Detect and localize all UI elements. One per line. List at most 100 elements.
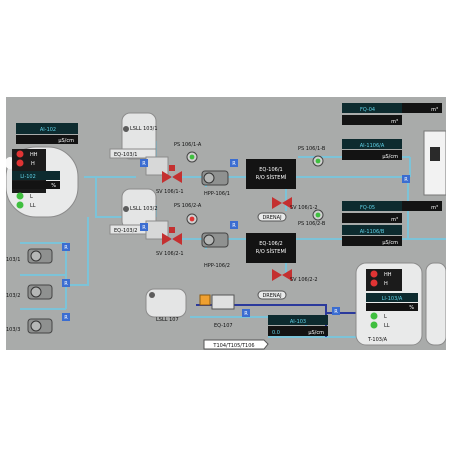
ai-103-unit: µS/cm xyxy=(308,330,324,336)
drenaj-1-button[interactable] xyxy=(257,212,287,222)
ps-106-1b-label: PS 106/1-B xyxy=(298,146,326,152)
r-badge-10[interactable] xyxy=(332,307,340,315)
r-badge-4-label: R xyxy=(404,177,408,183)
ai-103-value: 0.0 xyxy=(272,330,280,336)
ai-102-display[interactable] xyxy=(16,135,78,144)
right-cabinet[interactable] xyxy=(423,130,446,196)
pump-103-3-label: 103/3 xyxy=(6,327,20,333)
pump-103-2-icon[interactable] xyxy=(27,284,53,300)
ai-1106b-tag-box xyxy=(342,225,402,235)
ps-106-2a-status-icon xyxy=(189,216,195,222)
fq-05-tag: FQ-05 xyxy=(360,205,375,211)
fq-05-unit-2: m³ xyxy=(391,217,398,223)
fq-05-display-1[interactable] xyxy=(402,201,442,211)
r-badge-5[interactable] xyxy=(230,221,238,229)
li-103a-hh-icon xyxy=(370,270,378,278)
ai-1106b-tag: AI-1106/B xyxy=(360,229,385,235)
fq-04-unit-1: m³ xyxy=(431,107,438,113)
sv-106-2-2-valve-icon[interactable] xyxy=(272,269,292,281)
ps-106-2b-label: PS 106/2-B xyxy=(298,221,326,227)
sv-106-1-2-valve-icon[interactable] xyxy=(272,197,292,209)
r-badge-7[interactable] xyxy=(62,279,70,287)
eq-103-1-box xyxy=(109,148,157,159)
li-102-display[interactable] xyxy=(12,181,60,189)
r-badge-3-label: R xyxy=(232,161,236,167)
ai-103-display[interactable] xyxy=(268,326,328,336)
ll-status-icon xyxy=(16,201,24,209)
ro-2-title: EQ-106/2 xyxy=(259,241,282,247)
fq-04-display-2[interactable] xyxy=(342,115,402,125)
ro-system-2[interactable] xyxy=(246,233,296,263)
ps-106-1a-status-icon xyxy=(189,154,195,160)
r-badge-6[interactable] xyxy=(62,243,70,251)
sv-106-2-2-label: SV 106/2-2 xyxy=(290,277,318,283)
ro-2-subtitle: R/O SİSTEMİ xyxy=(256,248,287,255)
tank-lsll-103-2[interactable] xyxy=(121,188,157,230)
ps-106-2b-status-icon xyxy=(315,212,321,218)
pump-103-3-icon[interactable] xyxy=(27,318,53,334)
ps-106-1a-label: PS 106/1-A xyxy=(174,142,202,148)
sv-106-2-1-valve-icon[interactable] xyxy=(162,227,182,245)
hpp-106-2-pump-icon[interactable] xyxy=(201,232,229,248)
drenaj-2-button[interactable] xyxy=(257,290,287,300)
right-cabinet-screen xyxy=(430,147,440,161)
ai-102-unit: µS/cm xyxy=(58,138,74,144)
eq-103-2-label: EQ-103/2 xyxy=(114,228,137,234)
ll-label: LL xyxy=(30,203,36,209)
ai-1106b-display[interactable] xyxy=(342,236,402,246)
destination-arrow[interactable] xyxy=(203,339,269,350)
r-badge-1[interactable] xyxy=(140,159,148,167)
r-badge-9[interactable] xyxy=(242,309,250,317)
sv-106-2-1-label: SV 106/2-1 xyxy=(156,251,184,257)
ps-106-2a-label: PS 106/2-A xyxy=(174,203,202,209)
r-badge-9-label: R xyxy=(244,311,248,317)
r-badge-2[interactable] xyxy=(140,223,148,231)
ai-1106a-display[interactable] xyxy=(342,150,402,160)
r-badge-1-label: R xyxy=(142,161,146,167)
ai-102-tag: AI-102 xyxy=(40,127,56,133)
eq-103-1-label: EQ-103/1 xyxy=(114,152,137,158)
hpp-106-1-pump-icon[interactable] xyxy=(201,170,229,186)
fq-05-display-2[interactable] xyxy=(342,213,402,223)
eq-103-1-filter[interactable] xyxy=(145,156,169,176)
scada-process-panel: AI-102 µS/cm HH H LI-102 % L LL LSLL 103… xyxy=(6,97,446,350)
r-badge-4[interactable] xyxy=(402,175,410,183)
tank-lsll-107[interactable] xyxy=(145,288,187,318)
li-103a-hh-label: HH xyxy=(384,272,392,278)
fq-04-tag-box xyxy=(342,103,402,113)
sv-106-1-1-valve-icon[interactable] xyxy=(162,165,182,183)
pump-103-1-icon[interactable] xyxy=(27,248,53,264)
drenaj-1-label: DRENAJ xyxy=(262,215,281,221)
li-103a-display[interactable] xyxy=(366,303,418,311)
ai-103-tag-box xyxy=(268,315,328,325)
li-102-unit: % xyxy=(51,183,56,189)
eq-107-unit[interactable] xyxy=(211,294,235,310)
ro-1-subtitle: R/O SİSTEMİ xyxy=(256,174,287,181)
fq-05-tag-box xyxy=(342,201,402,211)
ro-system-1[interactable] xyxy=(246,159,296,189)
li-103a-l-label: L xyxy=(384,314,387,320)
ai-103-tag: AI-103 xyxy=(290,319,306,325)
hh-label: HH xyxy=(30,152,38,158)
r-badge-8[interactable] xyxy=(62,313,70,321)
r-badge-7-label: R xyxy=(64,281,68,287)
r-badge-3[interactable] xyxy=(230,159,238,167)
pump-103-1-label: 103/1 xyxy=(6,257,20,263)
fq-05-unit-1: m³ xyxy=(431,205,438,211)
pump-103-2-label: 103/2 xyxy=(6,293,20,299)
li-103a-unit: % xyxy=(409,305,414,311)
sv-106-1-1-label: SV 106/1-1 xyxy=(156,189,184,195)
r-badge-6-label: R xyxy=(64,245,68,251)
eq-107-label: EQ-107 xyxy=(214,323,233,329)
lsll-103-1-label: LSLL 103/1 xyxy=(130,126,158,132)
lsll-103-2-label: LSLL 103/2 xyxy=(130,206,158,212)
h-label: H xyxy=(31,161,35,167)
eq-107-indicator[interactable] xyxy=(199,294,211,306)
l-label: L xyxy=(30,194,33,200)
tank-lsll-103-1[interactable] xyxy=(121,112,157,160)
li-103a-tag-box xyxy=(366,293,418,302)
li-103a-l-icon xyxy=(370,312,378,320)
ai-102-tag-box xyxy=(16,123,78,134)
fq-04-display-1[interactable] xyxy=(402,103,442,113)
ai-1106a-tag: AI-1106/A xyxy=(360,143,385,149)
